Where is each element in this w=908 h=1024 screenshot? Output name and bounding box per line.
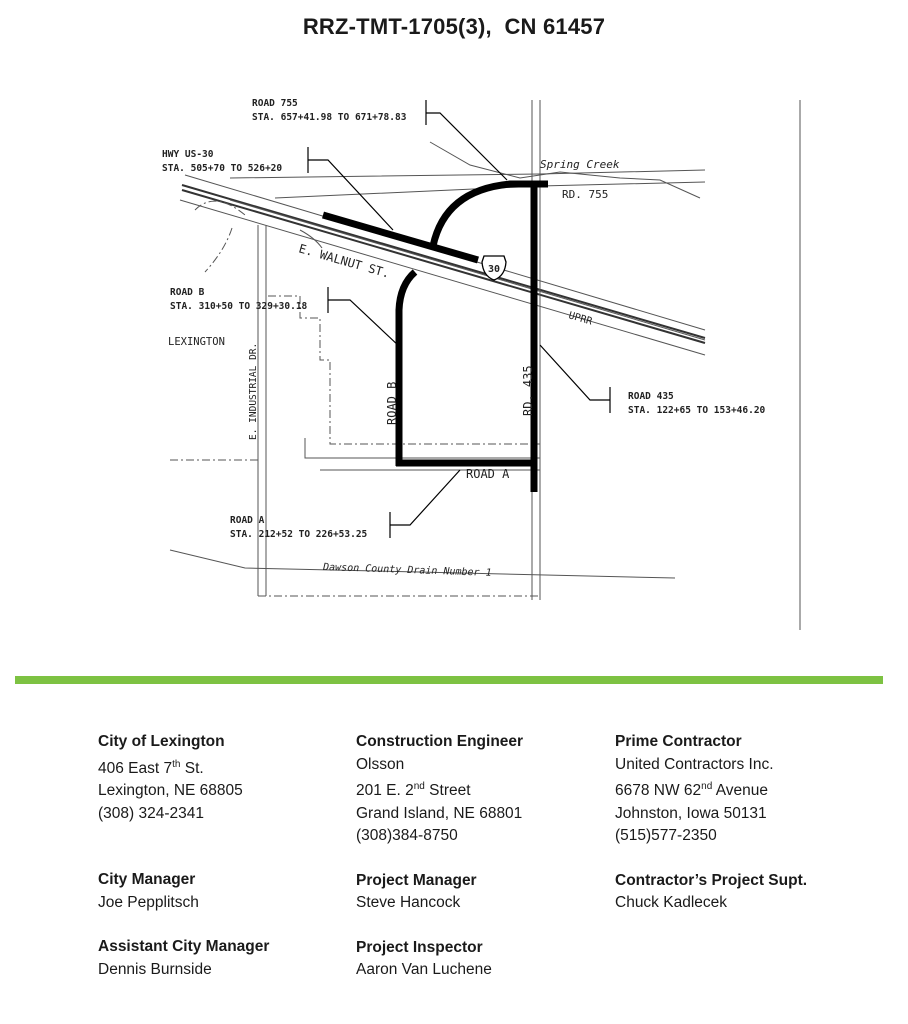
- contact-line: Dennis Burnside: [98, 960, 212, 978]
- contacts-column-2: Construction Engineer Olsson 201 E. 2nd …: [356, 731, 596, 1004]
- contact-block: City of Lexington 406 East 7th St. Lexin…: [98, 731, 338, 825]
- contact-block: City Manager Joe Pepplitsch: [98, 869, 338, 914]
- contact-line: Joe Pepplitsch: [98, 893, 199, 911]
- project-alignments: [322, 180, 548, 492]
- contact-line: (308) 324-2341: [98, 804, 204, 822]
- contact-line: 406 East 7th St.: [98, 758, 204, 777]
- contact-line: Grand Island, NE 68801: [356, 804, 523, 822]
- hwy-sta: STA. 505+70 TO 526+20: [162, 163, 282, 174]
- road755-sta: STA. 657+41.98 TO 671+78.83: [252, 112, 407, 123]
- contact-heading: Project Inspector: [356, 938, 483, 956]
- contact-block: Prime Contractor United Contractors Inc.…: [615, 731, 895, 848]
- contact-heading: Contractor’s Project Supt.: [615, 871, 808, 889]
- contact-line: Aaron Van Luchene: [356, 961, 492, 979]
- roada-sta: STA. 212+52 TO 226+53.25: [230, 529, 368, 540]
- uprr-label: UPRR: [567, 310, 594, 327]
- road435-sta: STA. 122+65 TO 153+46.20: [628, 405, 766, 416]
- contact-heading: Construction Engineer: [356, 733, 524, 750]
- contact-line: Steve Hancock: [356, 894, 461, 912]
- contact-line: (515)577-2350: [615, 827, 717, 845]
- project-location-map: 30 ROAD 755 STA. 657+41.98 TO 671+78.83 …: [162, 98, 801, 630]
- rd435-vertical-label: RD. 435: [521, 365, 535, 416]
- contact-heading: City Manager: [98, 871, 196, 889]
- contact-line: Johnston, Iowa 50131: [615, 804, 767, 822]
- roadb-vertical-label: ROAD B: [385, 382, 399, 425]
- contact-block: Assistant City Manager Dennis Burnside: [98, 936, 338, 981]
- leader-lines: [307, 100, 611, 538]
- industrial-label: E. INDUSTRIAL DR.: [248, 343, 259, 440]
- hwy-name: HWY US-30: [162, 149, 214, 160]
- station-labels: ROAD 755 STA. 657+41.98 TO 671+78.83 HWY…: [162, 98, 766, 540]
- roada-horizontal-label: ROAD A: [466, 467, 510, 481]
- contact-heading: Project Manager: [356, 871, 477, 889]
- contact-block: Project Manager Steve Hancock: [356, 870, 596, 915]
- shield-number: 30: [488, 264, 500, 275]
- road-b-alignment: [395, 269, 418, 466]
- contact-line: Olsson: [356, 755, 405, 773]
- contact-line: (308)384-8750: [356, 827, 458, 845]
- contact-block: Contractor’s Project Supt. Chuck Kadlece…: [615, 870, 895, 915]
- contact-line: Chuck Kadlecek: [615, 894, 728, 912]
- contact-block: Construction Engineer Olsson 201 E. 2nd …: [356, 731, 596, 848]
- road-755-alignment: [429, 180, 548, 247]
- contacts-column-3: Prime Contractor United Contractors Inc.…: [615, 731, 895, 937]
- spring-creek-label: Spring Creek: [540, 158, 620, 171]
- contact-heading: Assistant City Manager: [98, 938, 270, 956]
- contact-heading: Prime Contractor: [615, 733, 742, 750]
- contact-line: United Contractors Inc.: [615, 755, 774, 773]
- boundary-dashes: [170, 200, 540, 597]
- page-title: RRZ-TMT-1705(3), CN 61457: [302, 14, 606, 39]
- road755-name: ROAD 755: [252, 98, 298, 109]
- rd755-label: RD. 755: [562, 188, 608, 201]
- contact-heading: City of Lexington: [98, 733, 225, 750]
- contacts-column-1: City of Lexington 406 East 7th St. Lexin…: [98, 731, 338, 1003]
- contact-line: Lexington, NE 68805: [98, 782, 243, 800]
- map-linework: [169, 100, 801, 630]
- roada-name: ROAD A: [230, 515, 265, 526]
- roadb-name: ROAD B: [170, 287, 205, 298]
- contact-line: 201 E. 2nd Street: [356, 781, 471, 800]
- road435-name: ROAD 435: [628, 391, 674, 402]
- green-divider: [15, 676, 883, 684]
- hwy-us30-alignment: [322, 211, 479, 264]
- lexington-label: LEXINGTON: [168, 336, 225, 348]
- roadb-sta: STA. 310+50 TO 329+30.18: [170, 301, 308, 312]
- contact-line: 6678 NW 62nd Avenue: [615, 781, 769, 800]
- drain-label: Dawson County Drain Number 1: [322, 562, 492, 579]
- contact-block: Project Inspector Aaron Van Luchene: [356, 937, 596, 982]
- us-30-shield: 30: [481, 255, 507, 281]
